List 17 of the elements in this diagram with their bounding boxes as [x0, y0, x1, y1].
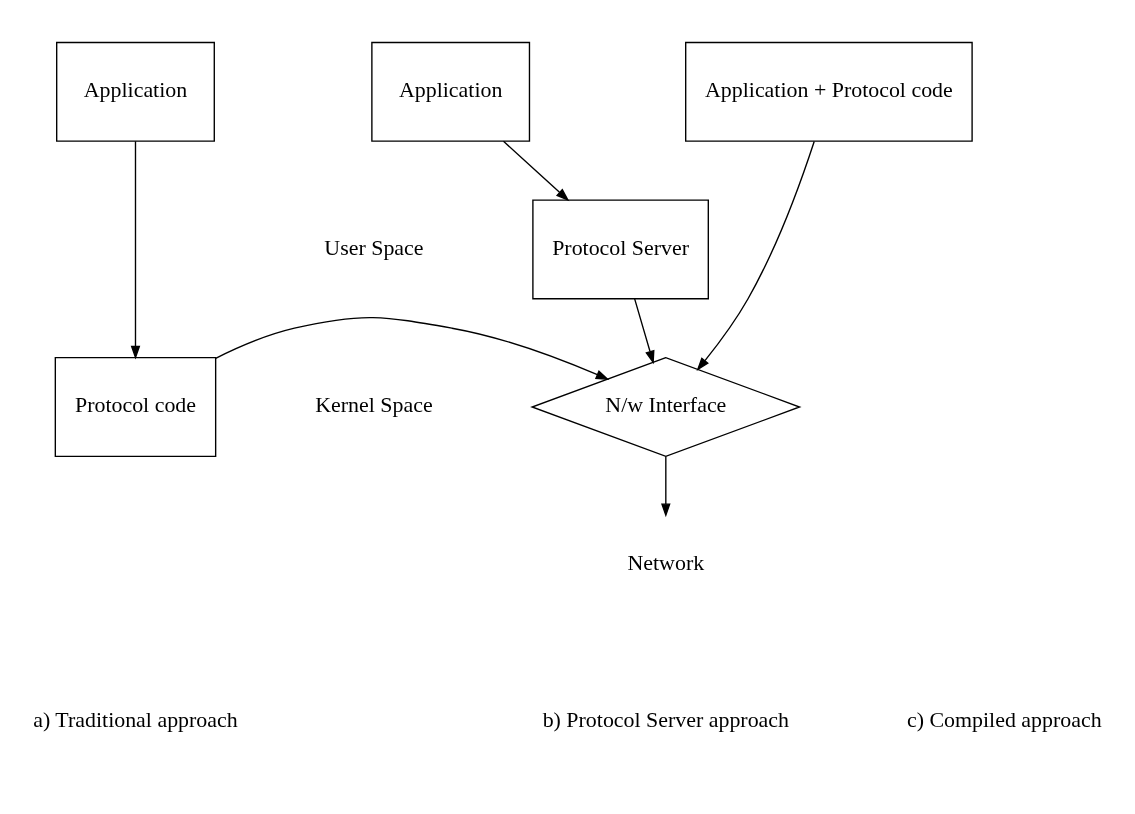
label: c) Compiled approach: [906, 707, 1102, 733]
arrow: [696, 140, 815, 371]
arrow: [633, 298, 655, 365]
label: a) Traditional approach: [33, 707, 238, 733]
arrow: [502, 140, 570, 202]
node-text: Network: [627, 549, 705, 575]
label: User Space: [324, 234, 424, 260]
node-box: Application + Protocol code: [685, 41, 973, 142]
node-box: Application: [371, 41, 531, 142]
arrow: [215, 316, 610, 380]
node-box: Application: [56, 41, 215, 142]
node-box: Protocol code: [54, 357, 217, 457]
arrow: [130, 140, 141, 360]
label: Kernel Space: [315, 392, 433, 418]
label: b) Protocol Server approach: [542, 707, 790, 733]
arrow: [661, 455, 671, 518]
node-box: Protocol Server: [532, 199, 709, 300]
